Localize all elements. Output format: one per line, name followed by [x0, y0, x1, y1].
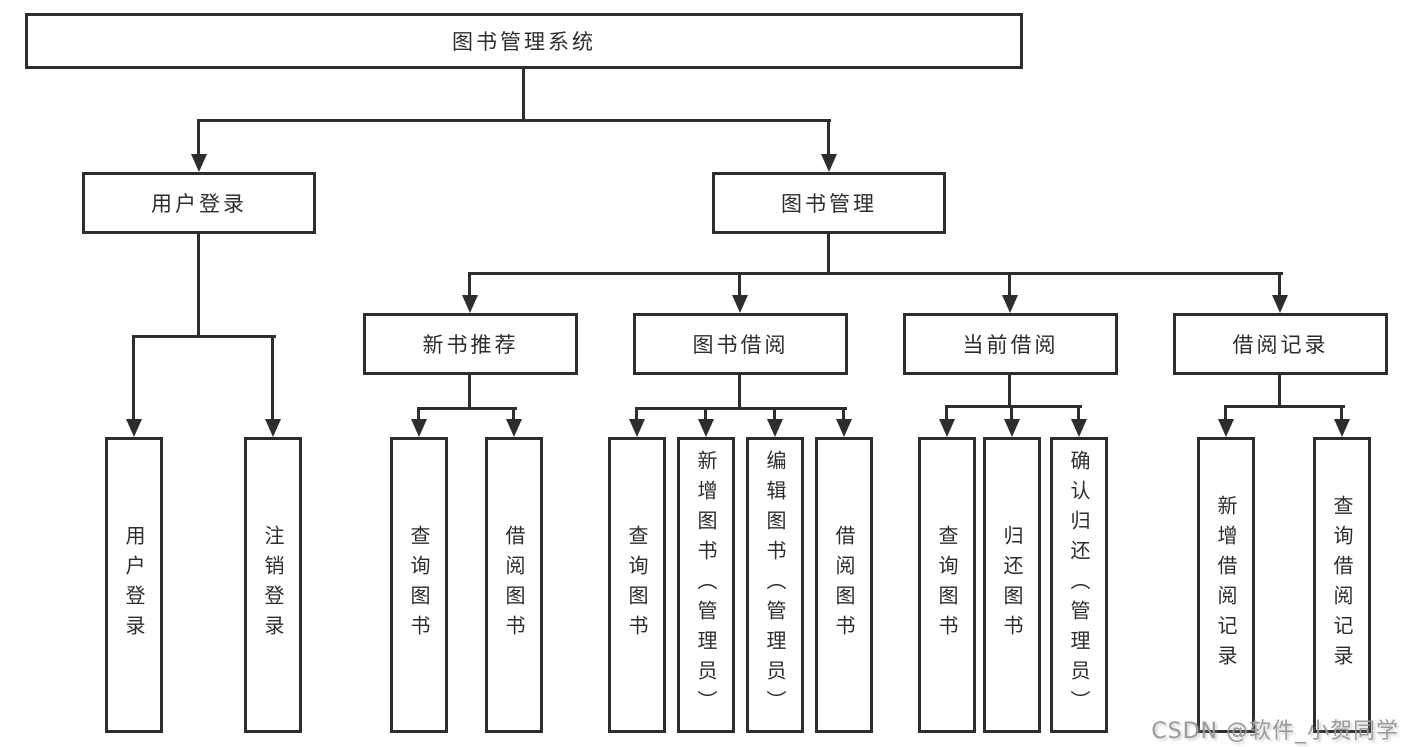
leaf-bb-add-books-admin: 新增图书（管理员） — [677, 437, 735, 733]
node-label: 借阅图书 — [502, 525, 526, 645]
node-label: 查询图书 — [625, 525, 649, 645]
connector-line — [945, 405, 1082, 408]
leaf-bb-edit-books-admin: 编辑图书（管理员） — [746, 437, 804, 733]
node-label: 借阅图书 — [832, 525, 856, 645]
node-book-borrowing: 图书借阅 — [633, 313, 848, 375]
leaf-cb-query-books: 查询图书 — [918, 437, 976, 733]
connector-line — [635, 407, 638, 421]
connector-line — [522, 69, 525, 121]
connector-line — [1010, 405, 1013, 421]
arrowhead-down-icon — [462, 295, 478, 313]
node-label: 查询借阅记录 — [1330, 495, 1354, 675]
arrowhead-down-icon — [1002, 295, 1018, 313]
connector-line — [1077, 405, 1080, 421]
arrowhead-down-icon — [1071, 419, 1087, 437]
node-user-login: 用户登录 — [82, 172, 316, 234]
leaf-nbr-query-books: 查询图书 — [390, 437, 448, 733]
arrowhead-down-icon — [821, 154, 837, 172]
node-label: 编辑图书（管理员） — [763, 450, 787, 720]
connector-line — [132, 335, 135, 421]
arrowhead-down-icon — [1334, 419, 1350, 437]
connector-line — [773, 407, 776, 421]
node-label: 当前借阅 — [962, 333, 1059, 357]
connector-line — [1008, 272, 1011, 298]
arrowhead-down-icon — [629, 419, 645, 437]
arrowhead-down-icon — [411, 419, 427, 437]
connector-line — [197, 119, 831, 122]
arrowhead-down-icon — [1272, 295, 1288, 313]
leaf-bb-query-books: 查询图书 — [608, 437, 666, 733]
node-borrowing-records: 借阅记录 — [1173, 313, 1388, 375]
connector-line — [945, 405, 948, 421]
arrowhead-down-icon — [698, 419, 714, 437]
arrowhead-down-icon — [191, 154, 207, 172]
connector-line — [468, 272, 471, 298]
connector-line — [1224, 405, 1345, 408]
arrowhead-down-icon — [836, 419, 852, 437]
connector-line — [1340, 405, 1343, 421]
arrowhead-down-icon — [939, 419, 955, 437]
connector-line — [827, 234, 830, 275]
leaf-cb-return-books: 归还图书 — [983, 437, 1041, 733]
connector-line — [512, 407, 515, 421]
node-current-borrowing: 当前借阅 — [903, 313, 1118, 375]
leaf-user-login: 用户登录 — [105, 437, 163, 733]
arrowhead-down-icon — [1218, 419, 1234, 437]
node-new-book-recommendation: 新书推荐 — [363, 313, 578, 375]
node-label: 图书借阅 — [692, 333, 789, 357]
node-label: 确认归还（管理员） — [1067, 450, 1091, 720]
connector-line — [704, 407, 707, 421]
node-label: 注销登录 — [261, 525, 285, 645]
connector-line — [1278, 375, 1281, 407]
arrowhead-down-icon — [732, 295, 748, 313]
connector-line — [842, 407, 845, 421]
node-label: 用户登录 — [151, 192, 247, 216]
connector-line — [197, 119, 200, 156]
leaf-br-add-borrow-record: 新增借阅记录 — [1197, 437, 1255, 733]
arrowhead-down-icon — [265, 419, 281, 437]
arrowhead-down-icon — [767, 419, 783, 437]
connector-line — [1008, 375, 1011, 407]
node-label: 借阅记录 — [1232, 333, 1329, 357]
node-label: 新增借阅记录 — [1214, 495, 1238, 675]
connector-line — [738, 375, 741, 409]
leaf-cb-confirm-return-admin: 确认归还（管理员） — [1050, 437, 1108, 733]
leaf-br-query-borrow-record: 查询借阅记录 — [1313, 437, 1371, 733]
node-label: 新增图书（管理员） — [694, 450, 718, 720]
arrowhead-down-icon — [506, 419, 522, 437]
connector-line — [635, 407, 847, 410]
leaf-logout-login: 注销登录 — [244, 437, 302, 733]
node-label: 图书管理系统 — [452, 30, 596, 54]
node-label: 查询图书 — [935, 525, 959, 645]
connector-line — [132, 335, 276, 338]
node-label: 新书推荐 — [422, 333, 519, 357]
connector-line — [468, 375, 471, 409]
connector-line — [468, 272, 1283, 275]
node-label: 查询图书 — [407, 525, 431, 645]
csdn-watermark: CSDN @软件_小贺同学 — [1151, 719, 1399, 744]
node-label: 图书管理 — [781, 192, 877, 216]
node-library-management-system: 图书管理系统 — [25, 13, 1023, 69]
leaf-bb-borrow-books: 借阅图书 — [815, 437, 873, 733]
node-label: 用户登录 — [122, 525, 146, 645]
arrowhead-down-icon — [1004, 419, 1020, 437]
connector-line — [738, 272, 741, 298]
node-label: 归还图书 — [1000, 525, 1024, 645]
connector-line — [827, 119, 830, 156]
connector-line — [417, 407, 420, 421]
connector-line — [1278, 272, 1281, 298]
leaf-nbr-borrow-books: 借阅图书 — [485, 437, 543, 733]
arrowhead-down-icon — [126, 419, 142, 437]
connector-line — [197, 234, 200, 338]
connector-line — [417, 407, 517, 410]
connector-line — [1224, 405, 1227, 421]
node-book-management: 图书管理 — [712, 172, 946, 234]
connector-line — [271, 335, 274, 421]
